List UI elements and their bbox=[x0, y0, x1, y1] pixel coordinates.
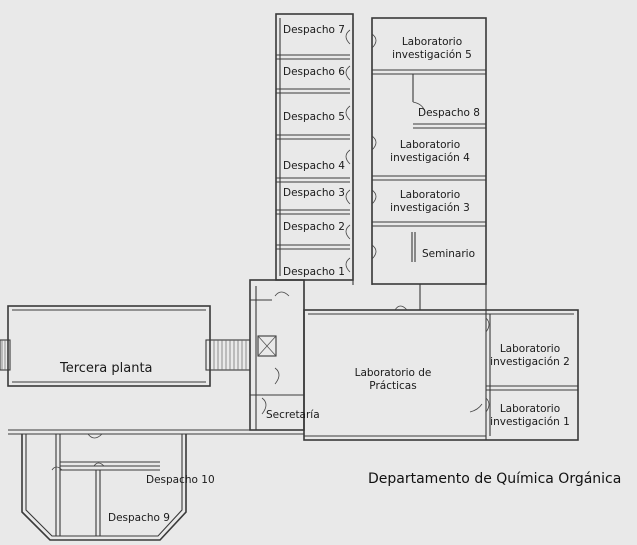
office-column bbox=[275, 13, 354, 281]
label-lab4-line2: investigación 4 bbox=[390, 152, 470, 164]
label-lab3-line2: investigación 3 bbox=[390, 202, 470, 214]
label-despacho-2: Despacho 2 bbox=[283, 221, 345, 233]
tercera-planta-block bbox=[7, 305, 211, 387]
label-lab5-line1: Laboratorio bbox=[402, 36, 462, 48]
label-secretaria: Secretaría bbox=[266, 409, 320, 421]
label-despacho-5: Despacho 5 bbox=[283, 111, 345, 123]
label-despacho-10: Despacho 10 bbox=[146, 474, 215, 486]
label-lab1-line2: investigación 1 bbox=[490, 416, 570, 428]
lower-block bbox=[8, 429, 486, 541]
label-despacho-3: Despacho 3 bbox=[283, 187, 345, 199]
label-despacho-6: Despacho 6 bbox=[283, 66, 345, 78]
label-lab1-line1: Laboratorio bbox=[500, 403, 560, 415]
label-practicas-line1: Laboratorio de bbox=[355, 367, 432, 379]
label-despacho-1: Despacho 1 bbox=[283, 266, 345, 278]
stairs-left bbox=[0, 339, 251, 371]
label-despacho-7: Despacho 7 bbox=[283, 24, 345, 36]
corridor bbox=[352, 18, 373, 285]
stair-hall bbox=[249, 279, 305, 431]
department-title: Departamento de Química Orgánica bbox=[368, 471, 621, 487]
label-despacho-8: Despacho 8 bbox=[418, 107, 480, 119]
label-lab2-line1: Laboratorio bbox=[500, 343, 560, 355]
label-lab5-line2: investigación 5 bbox=[392, 49, 472, 61]
lab-column bbox=[371, 17, 487, 285]
label-lab2-line2: investigación 2 bbox=[490, 356, 570, 368]
label-despacho-4: Despacho 4 bbox=[283, 160, 345, 172]
label-despacho-9: Despacho 9 bbox=[108, 512, 170, 524]
label-seminario: Seminario bbox=[422, 248, 475, 260]
label-practicas-line2: Prácticas bbox=[369, 380, 416, 392]
label-lab4-line1: Laboratorio bbox=[400, 139, 460, 151]
label-tercera-planta: Tercera planta bbox=[59, 361, 153, 376]
label-lab3-line1: Laboratorio bbox=[400, 189, 460, 201]
